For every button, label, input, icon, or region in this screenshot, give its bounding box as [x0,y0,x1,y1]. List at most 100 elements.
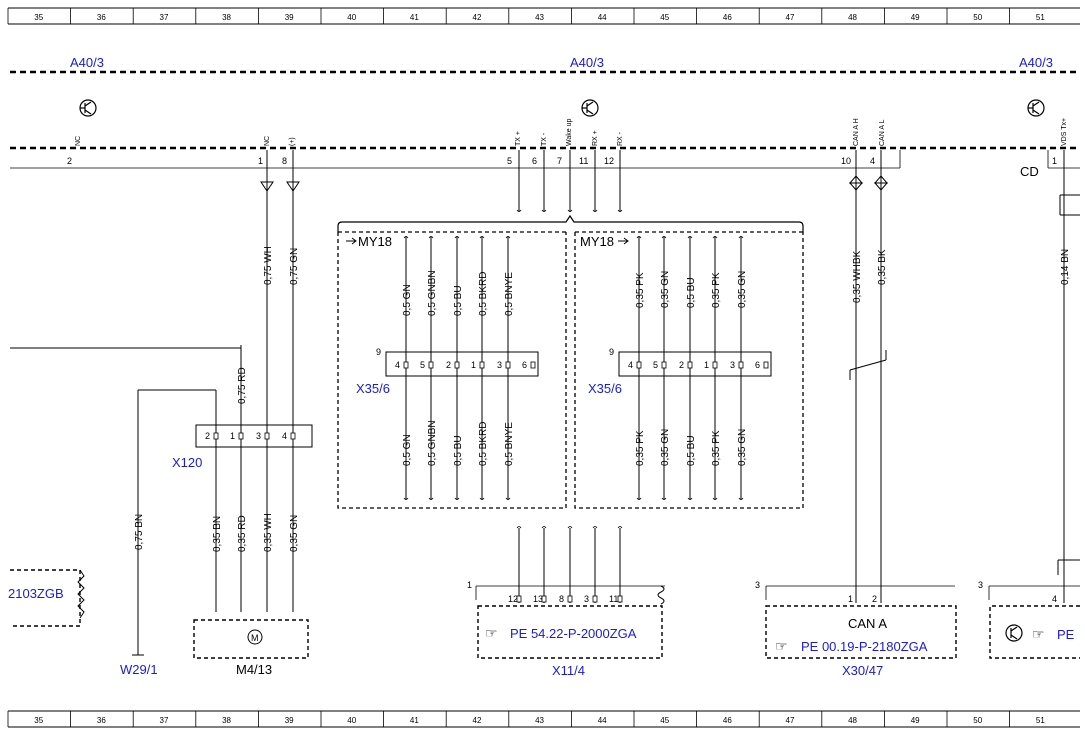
signal-tx-plus: TX + [515,131,522,146]
pin-socket [661,361,667,369]
wire-label: 0,35 PK [635,430,646,466]
grid-column-number: 42 [473,716,482,725]
left-ref-link[interactable]: 2103ZGB [8,586,64,601]
pin-socket [238,432,244,440]
grid-column-number: 43 [535,13,544,22]
terminal-tick [687,236,693,239]
terminal-tick [592,209,598,212]
wire-label: 0,35 PK [635,272,646,308]
pin-label: 3 [256,431,261,441]
pin-label: 2 [872,594,877,604]
signal-vds-tx: VDS Tx+ [1061,118,1068,146]
transistor-icon [1005,624,1023,642]
pin-label: 10 [841,156,851,166]
x11-ref-link[interactable]: PE 54.22-P-2000ZGA [510,626,637,641]
x30-ref-link[interactable]: PE 00.19-P-2180ZGA [801,639,928,654]
module-label-center: A40/3 [570,55,604,70]
terminal-tick [712,236,718,239]
grid-column-number: 47 [786,716,795,725]
terminal-tick [661,236,667,239]
pin-label: 5 [653,360,658,370]
wire-label: 0,5 GNBN [427,270,438,316]
cd-label: CD [1020,164,1039,179]
terminal-tick [541,209,547,212]
pin-socket [516,595,522,603]
terminal-tick [567,209,573,212]
wire-label: 0,75 WH [263,246,274,285]
wire-label: 0,35 GN [737,271,748,308]
wire-label: 0,5 BU [686,435,697,466]
can-a-label: CAN A [848,616,887,631]
pin-socket [763,361,769,369]
pin-label: 13 [533,594,543,604]
terminal-tick [541,526,547,529]
wire-label: 0,35 GN [737,429,748,466]
wire-label: 0,35 RD [237,515,248,552]
pin-socket [213,432,219,440]
grid-column-number: 41 [410,716,419,725]
pin-label: 8 [282,156,287,166]
pin-socket [530,361,536,369]
terminal-tick [516,209,522,212]
terminal-tick [617,209,623,212]
my18-left-label: MY18 [358,234,392,249]
x35-right-label: X35/6 [588,381,622,396]
connector-arrow [286,181,300,192]
pin-label: 1 [230,431,235,441]
m413-box [193,619,309,659]
terminal-tick [592,526,598,529]
wire-lines [10,150,1080,656]
terminal-tick [738,497,744,500]
pin-label: 11 [579,156,588,166]
pin-label: 3 [755,580,760,590]
pin-label: 2 [446,360,451,370]
wire-label: 0,5 GN [402,434,413,466]
terminal-tick [567,526,573,529]
pin-label: 3 [730,360,735,370]
terminal-tick [428,497,434,500]
pin-label: 1 [258,156,263,166]
grid-top [8,7,1080,728]
grid-column-number: 50 [973,13,982,22]
grid-column-number: 42 [473,13,482,22]
grid-column-number: 47 [786,13,795,22]
grid-column-number: 39 [285,13,294,22]
pin-socket [479,361,485,369]
pin-socket [738,361,744,369]
pin-label: 6 [755,360,760,370]
wire-label: 0,35 GN [660,271,671,308]
pin-socket [541,595,547,603]
pin-label: 1 [704,360,709,370]
pin-socket [567,595,573,603]
grid-column-number: 50 [973,716,982,725]
wire-label: 0,5 BU [686,277,697,308]
wire-label: 0,35 BN [212,516,223,552]
wire-label: 0,35 GN [660,429,671,466]
right-ref-link[interactable]: PE [1057,627,1075,642]
terminal-tick [505,497,511,500]
transistor-icon [79,99,97,117]
wire-label: 0,35 WHBK [852,250,863,303]
pin-label: 12 [508,594,518,604]
pin-label: 3 [584,594,589,604]
pointing-hand-icon: ☞ [775,638,788,654]
module-label-left: A40/3 [70,55,104,70]
wire-label: 0,5 BKRD [478,272,489,316]
wire-label: 0,35 WH [263,513,274,552]
grid-column-number: 41 [410,13,419,22]
grid-column-number: 46 [723,716,732,725]
pin-label: 9 [376,347,381,357]
pin-socket [428,361,434,369]
terminal-tick [516,526,522,529]
grid-column-number: 48 [848,13,857,22]
pin-label: 7 [557,156,562,166]
grid-column-number: 36 [97,13,106,22]
connector-diamond [848,175,864,191]
grid-column-number: 39 [285,716,294,725]
pin-label: 2 [679,360,684,370]
pin-label: 5 [507,156,512,166]
grid-column-number: 45 [660,716,669,725]
grid-column-number: 36 [97,716,106,725]
signal-can-al: CAN A L [879,119,886,146]
